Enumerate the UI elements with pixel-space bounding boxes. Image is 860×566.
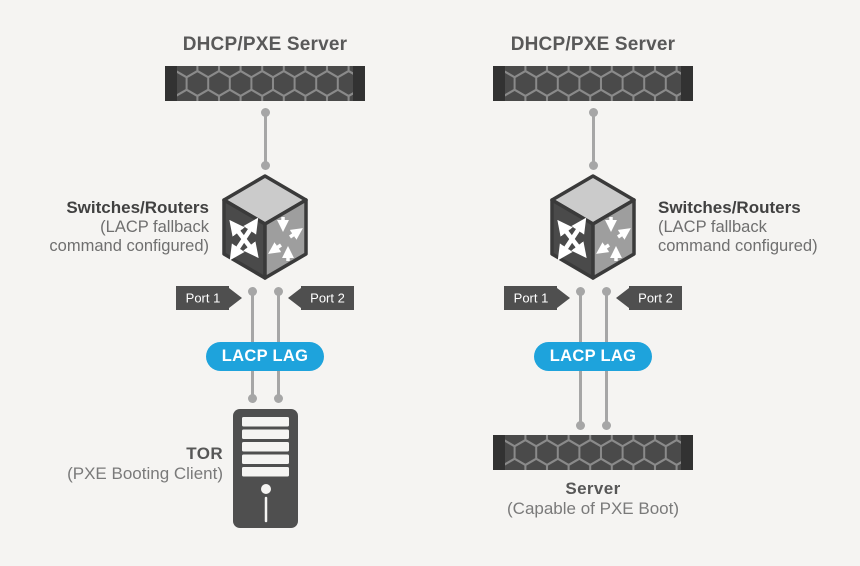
right-dhcp-pxe-server-title: DHCP/PXE Server bbox=[510, 34, 676, 55]
right-lag-link1-dot-bottom bbox=[575, 420, 585, 430]
left-uplink-connector-line bbox=[263, 112, 267, 166]
left-uplink-connector-dot-top bbox=[260, 107, 270, 117]
left-switches-routers-label-line3: command configured) bbox=[49, 237, 209, 255]
left-tor-label: TOR (PXE Booting Client) bbox=[25, 444, 223, 484]
right-switches-routers-label-line3: command configured) bbox=[658, 237, 818, 255]
left-port2-label: Port 2 bbox=[310, 291, 345, 306]
right-switches-routers-label-line2: (LACP fallback bbox=[658, 217, 767, 236]
left-switches-routers-label-line1: Switches/Routers bbox=[66, 198, 209, 217]
right-port2-tag: Port 2 bbox=[616, 286, 682, 310]
left-lacp-lag-badge: LACP LAG bbox=[206, 342, 324, 371]
right-lag-link1-dot-top bbox=[575, 286, 585, 296]
left-switches-routers-label-line2: (LACP fallback bbox=[100, 217, 209, 236]
right-switches-routers-label-line1: Switches/Routers bbox=[658, 198, 801, 217]
right-server-label-line2: (Capable of PXE Boot) bbox=[507, 499, 679, 518]
left-switch-router-cube-icon bbox=[222, 174, 308, 280]
left-tor-tower-client-icon bbox=[233, 409, 298, 528]
right-lag-link2-dot-bottom bbox=[601, 420, 611, 430]
right-pxe-server-rack-icon bbox=[493, 435, 693, 470]
right-dhcp-server-rack-icon bbox=[493, 66, 693, 101]
right-server-label: Server (Capable of PXE Boot) bbox=[483, 479, 703, 519]
right-uplink-connector-line bbox=[591, 112, 595, 166]
left-lag-link1-dot-bottom bbox=[247, 393, 257, 403]
right-switch-router-cube-icon bbox=[550, 174, 636, 280]
right-uplink-connector-dot-bottom bbox=[588, 160, 598, 170]
left-port1-label: Port 1 bbox=[186, 291, 221, 306]
right-uplink-connector-dot-top bbox=[588, 107, 598, 117]
left-tor-label-line1: TOR bbox=[186, 444, 223, 463]
right-lacp-lag-badge: LACP LAG bbox=[534, 342, 652, 371]
left-switches-routers-label: Switches/Routers (LACP fallback command … bbox=[13, 198, 209, 257]
left-dhcp-pxe-server-title: DHCP/PXE Server bbox=[182, 34, 348, 55]
left-lag-link1-dot-top bbox=[247, 286, 257, 296]
left-port2-tag: Port 2 bbox=[288, 286, 354, 310]
left-uplink-connector-dot-bottom bbox=[260, 160, 270, 170]
right-lag-link2-dot-top bbox=[601, 286, 611, 296]
right-port2-label: Port 2 bbox=[638, 291, 673, 306]
left-lag-link2-dot-top bbox=[273, 286, 283, 296]
right-port1-tag: Port 1 bbox=[504, 286, 570, 310]
left-port1-tag: Port 1 bbox=[176, 286, 242, 310]
right-server-label-line1: Server bbox=[565, 479, 621, 498]
right-port1-label: Port 1 bbox=[514, 291, 549, 306]
right-switches-routers-label: Switches/Routers (LACP fallback command … bbox=[658, 198, 858, 257]
left-dhcp-server-rack-icon bbox=[165, 66, 365, 101]
left-tor-label-line2: (PXE Booting Client) bbox=[67, 464, 223, 483]
left-lag-link2-dot-bottom bbox=[273, 393, 283, 403]
